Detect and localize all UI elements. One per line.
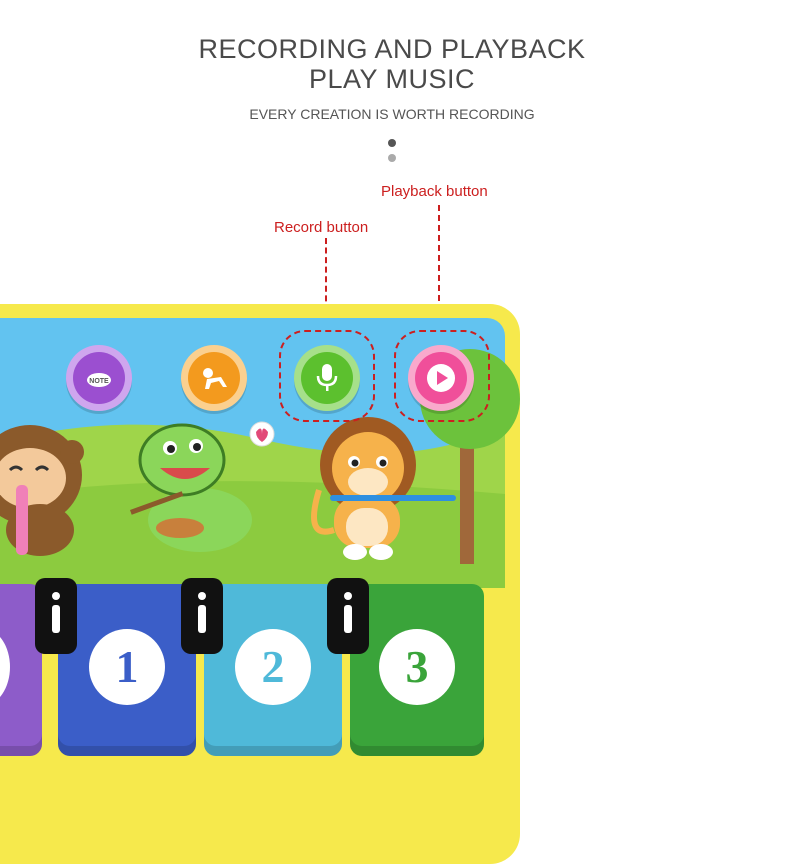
characters-scene: [0, 417, 456, 560]
key-number-1: 1: [89, 629, 165, 705]
svg-text:NOTE: NOTE: [89, 378, 109, 385]
playback-button-callout: Playback button: [381, 183, 488, 200]
black-key-3[interactable]: [327, 578, 369, 654]
monkey-character: [0, 425, 84, 556]
page-title-line1: RECORDING AND PLAYBACK: [198, 34, 586, 64]
key-number-3: 3: [379, 629, 455, 705]
key-number-2: 2: [235, 629, 311, 705]
page-title-line2: PLAY MUSIC: [308, 64, 476, 94]
note-button[interactable]: NOTE: [66, 345, 132, 411]
note-icon: NOTE: [87, 373, 111, 387]
playback-button-highlight: [394, 330, 490, 422]
playback-callout-line: [438, 205, 440, 331]
crawling-baby-icon: [203, 368, 227, 389]
activity-button[interactable]: [181, 345, 247, 411]
lion-character: [311, 417, 456, 560]
piano-key-3[interactable]: 3: [350, 584, 484, 756]
record-callout-line: [325, 238, 327, 330]
playback-button[interactable]: [408, 345, 474, 411]
piano-key-1[interactable]: 1: [58, 584, 196, 756]
record-button-highlight: [279, 330, 375, 422]
black-key-1[interactable]: [35, 578, 77, 654]
dot-dark: [388, 139, 396, 147]
page-subtitle: EVERY CREATION IS WORTH RECORDING: [249, 106, 535, 122]
dot-light: [388, 154, 396, 162]
piano-key-2[interactable]: 2: [204, 584, 342, 756]
microphone-icon: [316, 364, 338, 391]
record-button-callout: Record button: [274, 219, 369, 236]
play-icon: [427, 364, 455, 392]
dinosaur-character: [130, 423, 252, 552]
black-key-2[interactable]: [181, 578, 223, 654]
